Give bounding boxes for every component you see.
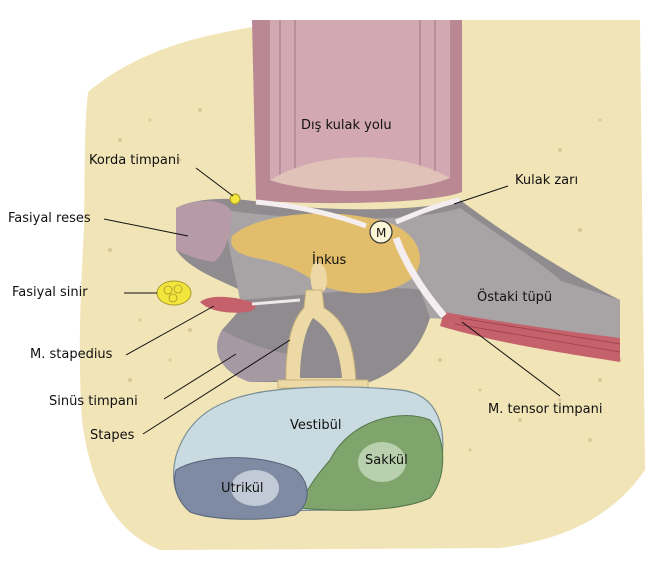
label-utrikul: Utrikül <box>221 481 264 497</box>
label-inkus: İnkus <box>312 253 346 269</box>
label-malleus: M <box>376 225 386 241</box>
label-m-stapedius: M. stapedius <box>30 347 112 363</box>
label-korda-timpani: Korda timpani <box>89 153 180 169</box>
chorda-tympani <box>230 194 240 204</box>
label-dis-kulak-yolu: Dış kulak yolu <box>301 118 392 134</box>
label-m-tensor-timpani: M. tensor timpani <box>488 402 602 418</box>
label-ostaki-tupu: Östaki tüpü <box>477 290 552 306</box>
label-sinus-timpani: Sinüs timpani <box>49 394 138 410</box>
label-fasiyal-sinir: Fasiyal sinir <box>12 285 88 301</box>
label-fasiyal-reses: Fasiyal reses <box>8 211 91 227</box>
label-stapes: Stapes <box>90 428 134 444</box>
label-sakkul: Sakkül <box>365 453 408 469</box>
label-kulak-zari: Kulak zarı <box>515 173 578 189</box>
label-vestibul: Vestibül <box>290 418 341 434</box>
facial-nerve <box>157 281 191 305</box>
